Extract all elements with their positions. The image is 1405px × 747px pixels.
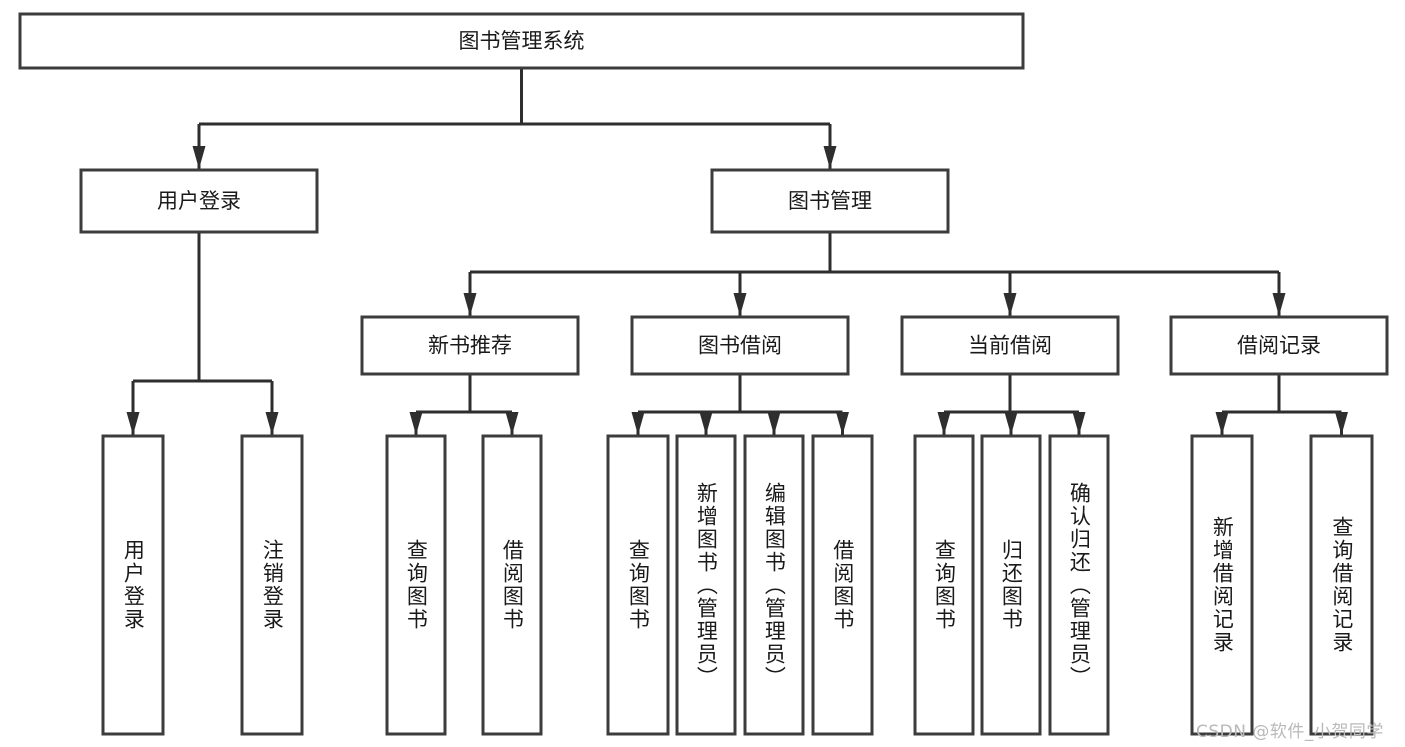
- leaf-node-5[interactable]: [675, 434, 737, 736]
- l3-3-to-leaves-arrow-1: [1335, 412, 1348, 435]
- l3-1-to-leaves-arrow-1: [699, 412, 713, 435]
- l3-3-to-leaves-arrow-0: [1215, 412, 1229, 435]
- l3-2-to-leaves-arrow-2: [1072, 412, 1086, 435]
- root-to-level2-arrow-0: [192, 146, 206, 169]
- connectors-layer: [126, 68, 1348, 435]
- leaf-node-4[interactable]: [606, 434, 670, 736]
- root-node-label: 图书管理系统: [459, 29, 585, 53]
- level2-node-1[interactable]: [710, 168, 950, 234]
- level3-node-2[interactable]: [900, 315, 1120, 376]
- level3-node-3-label: 借阅记录: [1237, 334, 1321, 358]
- books-to-level3-arrow-2: [1003, 293, 1017, 316]
- level3-node-0-label: 新书推荐: [428, 334, 512, 358]
- level3-node-1-label: 图书借阅: [698, 334, 782, 358]
- level3-node-0[interactable]: [360, 315, 580, 376]
- csdn-watermark: CSDN @软件_小贺同学: [1196, 722, 1384, 742]
- leaf-node-3[interactable]: [481, 434, 543, 736]
- leaf-node-2[interactable]: [385, 434, 447, 736]
- leaf-node-1[interactable]: [240, 434, 304, 736]
- login-to-leaves-arrow-0: [126, 412, 140, 435]
- l3-2-to-leaves-arrow-0: [937, 412, 951, 435]
- leaf-node-0[interactable]: [101, 434, 165, 736]
- l3-2-to-leaves-arrow-1: [1004, 412, 1018, 435]
- root-to-level2-arrow-1: [823, 146, 837, 169]
- level2-node-0-label: 用户登录: [157, 189, 241, 213]
- level2-node-1-label: 图书管理: [788, 189, 872, 213]
- leaf-node-12[interactable]: [1309, 434, 1374, 736]
- level3-node-2-label: 当前借阅: [968, 334, 1052, 358]
- l3-1-to-leaves-arrow-3: [836, 412, 849, 435]
- level3-node-1[interactable]: [630, 315, 850, 376]
- boxes-layer: [18, 12, 1389, 736]
- l3-0-to-leaves-arrow-0: [409, 412, 423, 435]
- login-to-leaves-arrow-1: [265, 412, 279, 435]
- l3-1-to-leaves-arrow-2: [767, 412, 781, 435]
- books-to-level3-arrow-3: [1272, 293, 1286, 316]
- leaf-node-10[interactable]: [1048, 434, 1110, 736]
- leaf-node-11[interactable]: [1190, 434, 1254, 736]
- books-to-level3-arrow-0: [463, 293, 477, 316]
- leaf-node-6[interactable]: [743, 434, 805, 736]
- books-to-level3-arrow-1: [733, 293, 747, 316]
- leaf-node-8[interactable]: [913, 434, 975, 736]
- l3-1-to-leaves-arrow-0: [631, 412, 645, 435]
- level2-node-0[interactable]: [79, 168, 319, 234]
- level3-node-3[interactable]: [1169, 315, 1389, 376]
- leaf-node-9[interactable]: [980, 434, 1042, 736]
- l3-0-to-leaves-arrow-1: [505, 412, 519, 435]
- leaf-node-7[interactable]: [811, 434, 874, 736]
- root-node[interactable]: [18, 12, 1025, 70]
